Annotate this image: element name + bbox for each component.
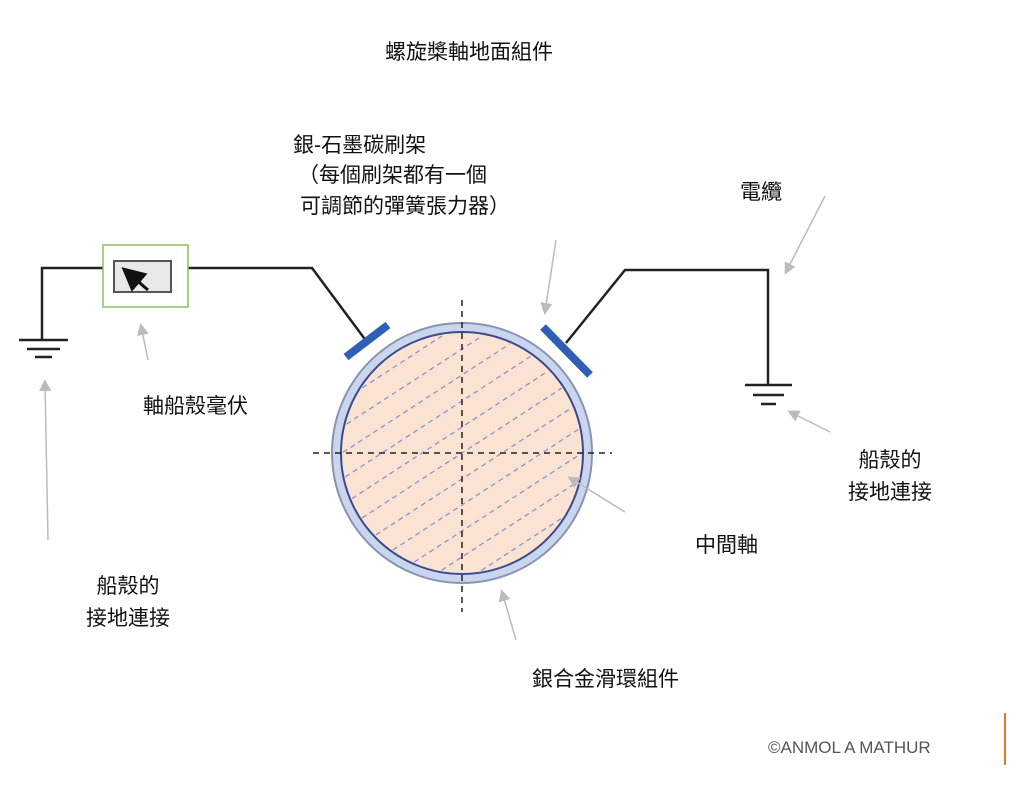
ground-right-icon	[745, 383, 792, 406]
ground-left-icon	[19, 338, 68, 359]
label-millivolt: 軸船殼毫伏	[143, 394, 248, 418]
label-slip-ring: 銀合金滑環組件	[532, 667, 679, 691]
label-brush-holder: 銀-石墨碳刷架	[293, 133, 427, 157]
slip-ring-shaft	[313, 300, 612, 612]
label-brush-note-2: 可調節的彈簧張力器）	[300, 194, 510, 218]
pointer-arrows	[39, 195, 831, 641]
label-cable: 電纜	[740, 180, 782, 204]
label-brush-note-1: （每個刷架都有一個	[298, 163, 487, 187]
hatch-line	[345, 355, 532, 478]
brush-right-icon	[540, 324, 593, 378]
hatch-line	[342, 343, 511, 453]
label-hull-ground-left-2: 接地連接	[86, 606, 170, 630]
copyright: ©ANMOL A MATHUR	[768, 738, 931, 757]
hatch-line	[413, 453, 582, 563]
label-middle-shaft: 中間軸	[695, 533, 758, 557]
label-hull-ground-left-1: 船殼的	[96, 574, 160, 598]
wires	[40, 266, 770, 385]
diagram-title: 螺旋槳軸地面組件	[385, 40, 553, 64]
hatch-line	[351, 370, 549, 500]
hatch-line	[392, 428, 579, 551]
millivolt-meter-icon	[102, 244, 189, 308]
hatch-line	[481, 517, 562, 571]
label-hull-ground-right-1: 船殼的	[858, 448, 922, 472]
hatch-line	[362, 335, 443, 389]
label-hull-ground-right-2: 接地連接	[848, 480, 932, 504]
brush-left-icon	[343, 321, 391, 361]
hatch-line	[375, 406, 573, 536]
